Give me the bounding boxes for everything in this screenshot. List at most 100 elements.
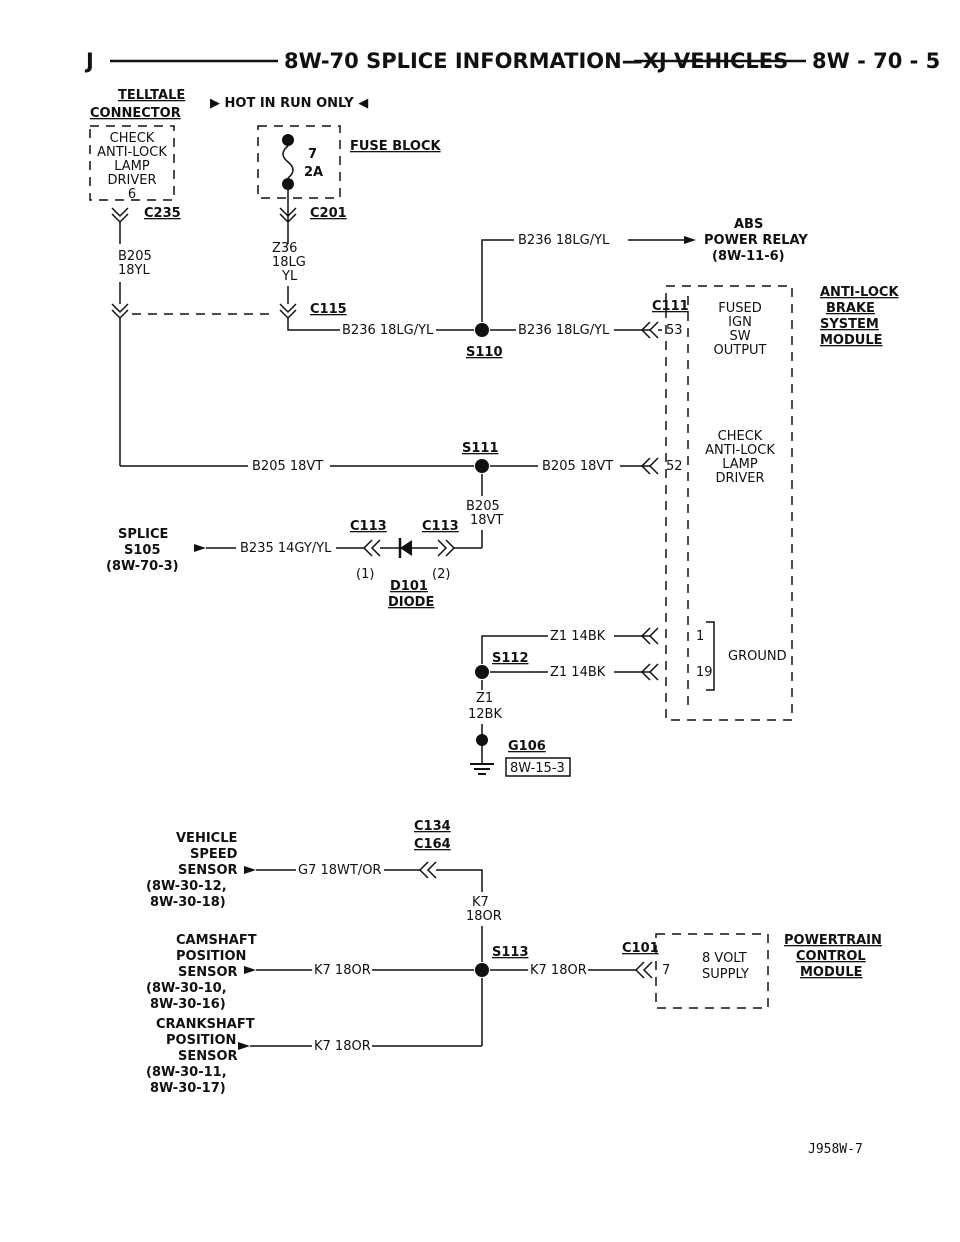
splice-s110-dot [475, 323, 489, 337]
pin52-connector-icon [640, 457, 659, 475]
telltale-label-2: CONNECTOR [90, 106, 181, 121]
c111-label: C111 [652, 299, 689, 314]
volt-label-1: 8 VOLT [702, 951, 747, 966]
check-label-1: CHECK [110, 131, 155, 146]
cam-label-2: POSITION [176, 949, 246, 964]
diode-pin-1: (1) [356, 567, 374, 582]
b205-vertical-label-1: B205 [466, 499, 500, 514]
wire-b236-up [481, 239, 514, 322]
anti-lock-label-1: ANTI-LOCK [820, 285, 899, 300]
hot-in-run-label: ▶ HOT IN RUN ONLY ◀ [210, 96, 368, 111]
c101-connector-icon [634, 961, 653, 979]
c113-connector-left-icon [362, 539, 381, 557]
vss-label-3: SENSOR [178, 863, 238, 878]
check-pin-6: 6 [128, 187, 136, 202]
fuse-terminal-bottom [282, 178, 294, 190]
cam-label-5: 8W-30-16) [150, 997, 226, 1012]
wire-b236-left-bend [287, 318, 340, 331]
arrow-to-crank-icon [238, 1042, 250, 1050]
vss-label-1: VEHICLE [176, 831, 237, 846]
pin-53: 53 [666, 323, 683, 338]
z36-label-1: Z36 [272, 241, 297, 256]
splice-s105-label-2: S105 [124, 543, 161, 558]
pin-52: 52 [666, 459, 683, 474]
k7-pcm-label: K7 18OR [530, 963, 587, 978]
pcm-label-2: CONTROL [796, 949, 866, 964]
b205-label-a: B205 [118, 249, 152, 264]
k7-crank-label: K7 18OR [314, 1039, 371, 1054]
cal-label-3: LAMP [722, 457, 758, 472]
check-label-4: DRIVER [107, 173, 156, 188]
z36-label-2: 18LG [272, 255, 306, 270]
check-antilock-connector-box [89, 125, 175, 201]
diode-pin-2: (2) [432, 567, 450, 582]
pin-7: 7 [662, 963, 670, 978]
fuse-block-box [257, 125, 341, 199]
k7-cam-label: K7 18OR [314, 963, 371, 978]
s110-label: S110 [466, 345, 503, 360]
b205-left-label: B205 18VT [252, 459, 323, 474]
ref-8w-15-3-box [505, 757, 571, 777]
s113-label: S113 [492, 945, 529, 960]
figure-code: J958W-7 [808, 1142, 863, 1157]
pin19-connector-icon [640, 663, 659, 681]
crank-label-1: CRANKSHAFT [156, 1017, 255, 1032]
abs-label-2: POWER RELAY [704, 233, 808, 248]
volt-label-2: SUPPLY [702, 967, 749, 982]
vss-label-5: 8W-30-18) [150, 895, 226, 910]
wire-k7-down-bend [436, 869, 483, 892]
crank-label-5: 8W-30-17) [150, 1081, 226, 1096]
cal-label-1: CHECK [718, 429, 763, 444]
b205-right-label: B205 18VT [542, 459, 613, 474]
s111-label: S111 [462, 441, 499, 456]
crank-label-3: SENSOR [178, 1049, 238, 1064]
b236-left-label: B236 18LG/YL [342, 323, 434, 338]
c235-connector-icon [111, 207, 129, 224]
diode-label: DIODE [388, 595, 434, 610]
c113-connector-right-icon [437, 539, 456, 557]
cam-label-1: CAMSHAFT [176, 933, 257, 948]
g106-label: G106 [508, 739, 546, 754]
arrow-to-abs-relay-icon [684, 236, 696, 244]
fuse-block-label: FUSE BLOCK [350, 139, 442, 154]
pin1-connector-icon [640, 627, 659, 645]
anti-lock-label-4: MODULE [820, 333, 883, 348]
diode-d101-icon [400, 540, 412, 556]
c164-label: C164 [414, 837, 451, 852]
c201-label: C201 [310, 206, 347, 221]
splice-s113-dot [475, 963, 489, 977]
fuse-terminal-top [282, 134, 294, 146]
arrow-to-vss-icon [244, 866, 256, 874]
pin-1: 1 [696, 629, 704, 644]
c134-label: C134 [414, 819, 451, 834]
z1-vertical-label-2: 12BK [468, 707, 502, 722]
cam-label-3: SENSOR [178, 965, 238, 980]
ground-bracket [706, 621, 715, 691]
c134-connector-icon [418, 861, 437, 879]
b205-label-a2: 18YL [118, 263, 150, 278]
pcm-label-3: MODULE [800, 965, 863, 980]
header-page-number: 8W - 70 - 5 [812, 49, 940, 73]
arrow-to-s105-icon [194, 544, 206, 552]
page-header: J 8W-70 SPLICE INFORMATION—XJ VEHICLES 8… [84, 49, 940, 73]
arrow-to-cam-icon [244, 966, 256, 974]
splice-s105-label-3: (8W-70-3) [106, 559, 179, 574]
splice-s111-dot [475, 459, 489, 473]
abs-label-1: ABS [734, 217, 763, 232]
g7-label: G7 18WT/OR [298, 863, 381, 878]
splice-s105-label-1: SPLICE [118, 527, 168, 542]
b205-vertical-label-2: 18VT [470, 513, 503, 528]
fused-label-4: OUTPUT [714, 343, 767, 358]
c111-pin53-connector-icon [640, 321, 659, 339]
fused-label-1: FUSED [718, 301, 761, 316]
c101-label: C101 [622, 941, 659, 956]
k7-vertical-label-1: K7 [472, 895, 489, 910]
pcm-box [655, 933, 769, 1009]
b236-right-label: B236 18LG/YL [518, 323, 610, 338]
fused-label-3: SW [729, 329, 750, 344]
pcm-label-1: POWERTRAIN [784, 933, 882, 948]
ground-label: GROUND [728, 649, 787, 664]
c115-connector-icon-right [279, 303, 297, 320]
z1-upper-label: Z1 14BK [550, 629, 606, 644]
